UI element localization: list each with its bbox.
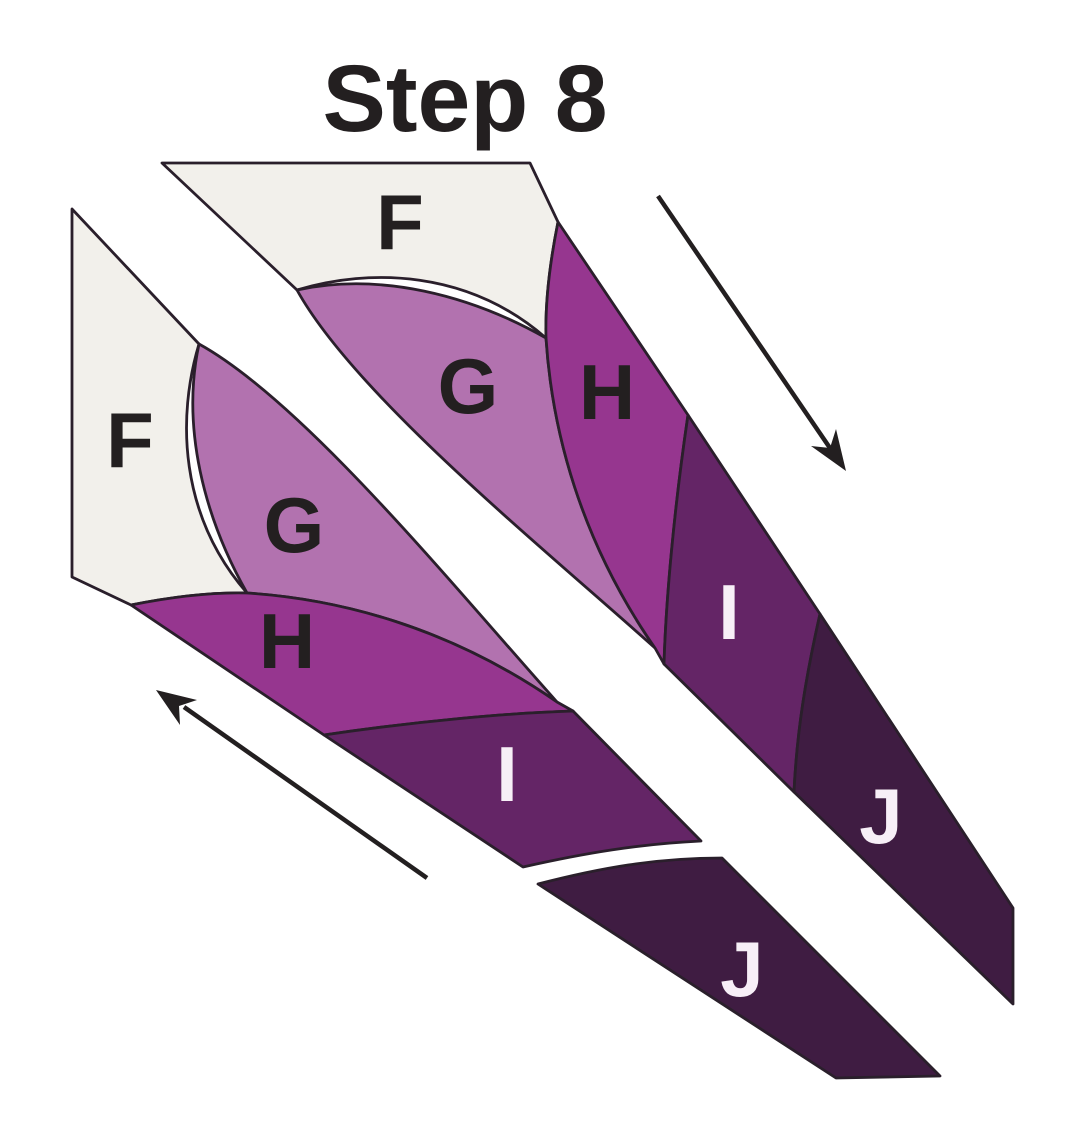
piece-i-upper — [662, 413, 822, 794]
unit-lower-left — [70, 207, 703, 869]
arrow-shaft — [182, 705, 429, 880]
sew-direction-arrow-left — [156, 690, 429, 880]
piece-i-lower — [322, 709, 703, 869]
arrowhead-icon — [156, 690, 197, 725]
label-j-upper: J — [859, 772, 902, 860]
label-h-lower: H — [259, 597, 315, 685]
label-f-upper: F — [376, 178, 424, 266]
unit-upper-right — [160, 161, 1015, 1006]
label-i-upper: I — [718, 568, 740, 656]
label-g-lower: G — [264, 481, 325, 569]
label-h-upper: H — [579, 348, 635, 436]
label-i-lower: I — [496, 730, 518, 818]
label-g-upper: G — [438, 342, 499, 430]
step-title: Step 8 — [322, 46, 607, 152]
piece-j-upper — [792, 612, 1015, 1006]
label-j-lower: J — [720, 925, 763, 1013]
arrow-shaft — [656, 194, 834, 453]
piece-j-lower — [536, 856, 942, 1080]
arrowhead-icon — [811, 429, 846, 471]
label-f-lower: F — [106, 396, 154, 484]
sew-direction-arrow-right — [656, 194, 846, 471]
